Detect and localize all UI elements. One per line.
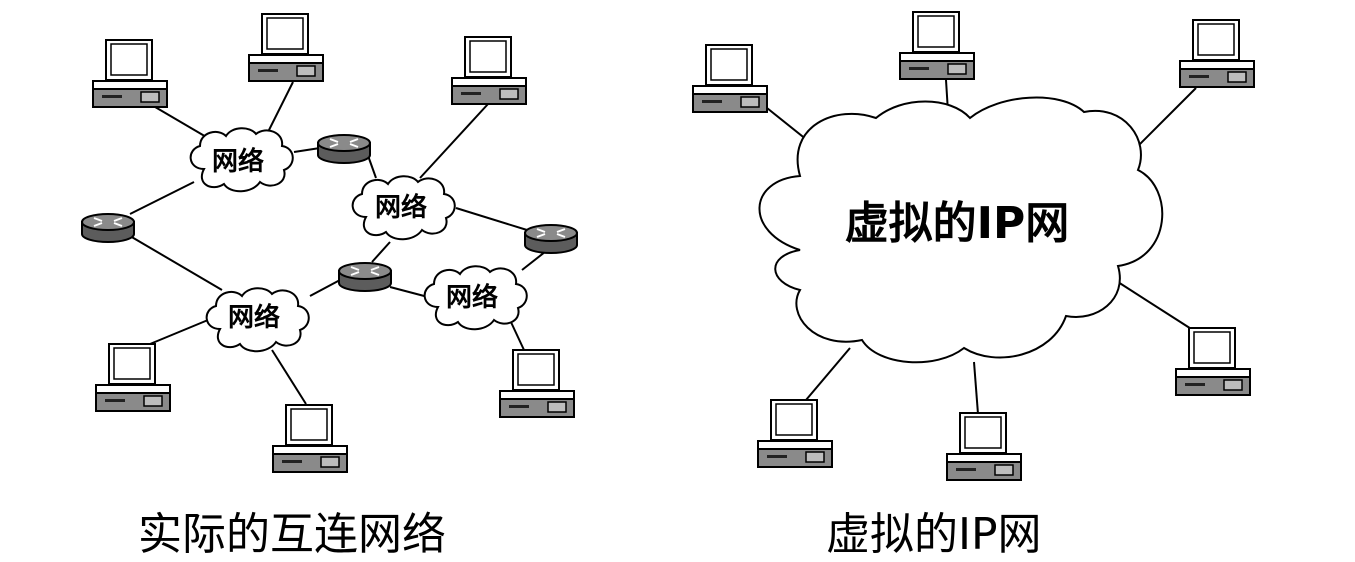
computer-icon	[946, 412, 1022, 481]
cloud-label: 网络	[375, 192, 427, 223]
computer-icon	[1179, 19, 1255, 88]
link-line	[267, 81, 294, 133]
cloud-label: 网络	[212, 146, 264, 177]
router-icon	[317, 134, 371, 164]
link-line	[271, 349, 307, 405]
computer-icon	[451, 36, 527, 105]
cloud-label: 网络	[446, 282, 498, 313]
computer-icon	[1175, 327, 1251, 396]
cloud-network-4: 网络	[205, 287, 310, 353]
right-caption: 虚拟的IP网	[826, 509, 1042, 560]
computer-icon	[757, 399, 833, 468]
computer-icon	[272, 404, 348, 473]
link-line	[149, 103, 209, 139]
link-line	[149, 319, 209, 345]
computer-icon	[899, 11, 975, 80]
virtual-ip-cloud: 虚拟的IP网	[758, 96, 1164, 364]
link-line	[509, 319, 525, 351]
computer-icon	[95, 343, 171, 412]
link-line	[1117, 281, 1197, 333]
link-line	[293, 147, 321, 153]
cloud-network-3: 网络	[423, 265, 528, 331]
computer-icon	[92, 39, 168, 108]
computer-icon	[248, 13, 324, 82]
link-line	[973, 361, 979, 415]
link-line	[419, 103, 489, 179]
link-line	[129, 235, 223, 291]
left-links	[129, 81, 551, 405]
link-line	[371, 241, 391, 263]
computer-icon	[692, 44, 768, 113]
computer-icon	[499, 349, 575, 418]
link-line	[129, 181, 195, 215]
link-line	[455, 207, 528, 231]
router-icon	[81, 213, 135, 243]
cloud-network-2: 网络	[351, 175, 456, 241]
link-line	[389, 286, 429, 298]
cloud-icon	[758, 96, 1164, 364]
right-links	[761, 79, 1197, 415]
router-icon	[524, 224, 578, 254]
link-line	[1135, 87, 1197, 149]
cloud-network-1: 网络	[189, 127, 294, 193]
left-caption: 实际的互连网络	[138, 509, 446, 560]
router-icon	[338, 262, 392, 292]
cloud-label: 虚拟的IP网	[845, 198, 1070, 249]
link-line	[805, 347, 851, 401]
left-computers	[92, 13, 575, 473]
link-line	[309, 279, 341, 297]
cloud-label: 网络	[228, 302, 280, 333]
